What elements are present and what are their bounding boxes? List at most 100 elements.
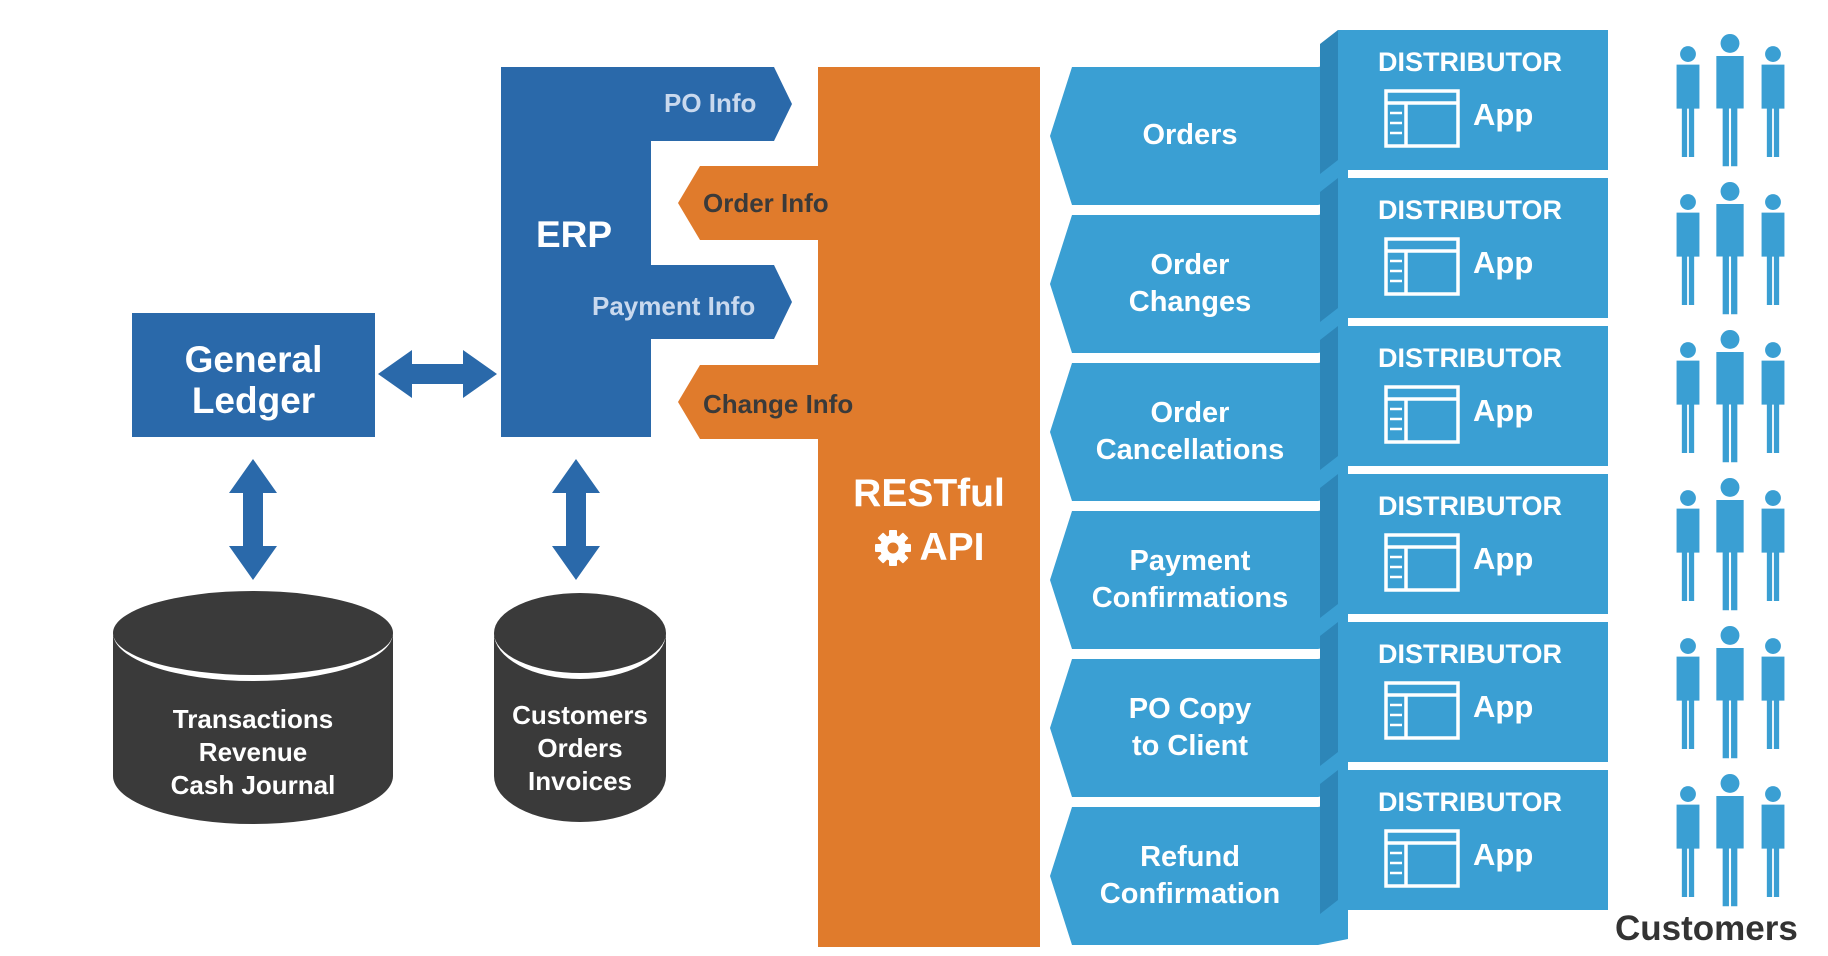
- app-window-frame: [1384, 829, 1460, 888]
- person-head: [1765, 194, 1781, 210]
- distributor-title: DISTRIBUTOR: [1378, 195, 1563, 225]
- db-line: Revenue: [198, 737, 308, 768]
- restful-api-column: [818, 67, 1040, 947]
- person-body: [1761, 508, 1785, 601]
- po-info-arrow: [651, 67, 792, 141]
- person-head: [1680, 46, 1696, 62]
- database-cylinder-erp: [494, 587, 666, 822]
- distributor-box-side: [1320, 770, 1338, 914]
- service-chevron: [1050, 653, 1348, 797]
- person-head: [1720, 477, 1740, 497]
- distributor-title: DISTRIBUTOR: [1378, 47, 1563, 77]
- app-window-icon: [1384, 89, 1460, 148]
- order-info-label: Order Info: [703, 188, 829, 218]
- database-label-erp: Customers Orders Invoices: [494, 699, 666, 798]
- person-body: [1761, 804, 1785, 897]
- distributor-title: DISTRIBUTOR: [1378, 787, 1563, 817]
- person-body: [1761, 212, 1785, 305]
- person-body: [1716, 500, 1744, 611]
- person-body: [1676, 656, 1700, 749]
- person-body: [1716, 352, 1744, 463]
- distributor-app-label[interactable]: App: [1473, 245, 1534, 280]
- general-ledger-box: [132, 313, 375, 437]
- order-info-arrow: [678, 166, 820, 240]
- person-body: [1761, 360, 1785, 453]
- distributor-box: [1338, 770, 1608, 910]
- distributor-app-label[interactable]: App: [1473, 97, 1534, 132]
- erp-db-double-arrow: [552, 459, 600, 580]
- person-head: [1720, 33, 1740, 53]
- person-head: [1765, 46, 1781, 62]
- db-line: Customers: [512, 700, 648, 730]
- distributor-app-label[interactable]: App: [1473, 541, 1534, 576]
- person-head: [1720, 773, 1740, 793]
- service-label-po-copy: PO Copy to Client: [1070, 659, 1310, 797]
- service-line: Refund: [1140, 840, 1240, 873]
- person-body: [1716, 648, 1744, 759]
- distributor-box-side: [1320, 622, 1338, 766]
- people-group-icon: [1676, 33, 1785, 167]
- person-body: [1676, 64, 1700, 157]
- people-group-icon: [1676, 625, 1785, 759]
- app-window-frame: [1384, 533, 1460, 592]
- distributor-box: [1338, 30, 1608, 170]
- service-label-order-changes: Order Changes: [1070, 215, 1310, 353]
- person-body: [1676, 360, 1700, 453]
- person-body: [1761, 656, 1785, 749]
- service-line: Confirmation: [1099, 878, 1281, 910]
- person-head: [1765, 638, 1781, 654]
- distributor-title: DISTRIBUTOR: [1378, 343, 1563, 373]
- restful-label: RESTful: [853, 472, 1005, 515]
- app-window-frame: [1384, 681, 1460, 740]
- service-chevron: [1050, 505, 1348, 649]
- person-head: [1765, 786, 1781, 802]
- service-label-orders: Orders: [1070, 67, 1310, 205]
- service-line: Changes: [1128, 286, 1252, 318]
- app-window-frame: [1384, 89, 1460, 148]
- service-chevron: [1050, 801, 1348, 945]
- person-head: [1765, 490, 1781, 506]
- general-ledger-line1: General: [184, 339, 323, 381]
- db-line: Invoices: [527, 766, 633, 797]
- person-body: [1716, 56, 1744, 167]
- person-body: [1716, 796, 1744, 907]
- service-chevron: [1050, 61, 1348, 205]
- person-head: [1720, 329, 1740, 349]
- service-line: Confirmations: [1091, 582, 1289, 614]
- app-window-frame: [1384, 385, 1460, 444]
- customers-label: Customers: [1615, 909, 1798, 948]
- general-ledger-line2: Ledger: [191, 380, 316, 421]
- distributor-box-side: [1320, 474, 1338, 618]
- database-cylinder-gl: [113, 585, 393, 824]
- person-head: [1680, 342, 1696, 358]
- database-label-gl: Transactions Revenue Cash Journal: [113, 703, 393, 802]
- change-info-label: Change Info: [703, 389, 854, 419]
- people-group-icon: [1676, 773, 1785, 907]
- service-line: Cancellations: [1095, 434, 1285, 466]
- po-info-label: PO Info: [664, 88, 757, 118]
- distributor-box: [1338, 622, 1608, 762]
- app-window-icon: [1384, 237, 1460, 296]
- distributor-box-side: [1320, 30, 1338, 174]
- erp-label: ERP: [536, 214, 613, 255]
- payment-info-arrow: [651, 265, 792, 339]
- distributor-title: DISTRIBUTOR: [1378, 639, 1563, 669]
- service-line: Payment: [1129, 544, 1251, 577]
- service-label-refund-confirmation: Refund Confirmation: [1070, 807, 1310, 945]
- gl-db-double-arrow: [229, 459, 277, 580]
- distributor-app-label[interactable]: App: [1473, 689, 1534, 724]
- app-window-icon: [1384, 533, 1460, 592]
- person-head: [1680, 638, 1696, 654]
- distributor-box: [1338, 474, 1608, 614]
- service-line: to Client: [1132, 730, 1248, 762]
- service-chevron: [1050, 209, 1348, 353]
- distributor-box: [1338, 326, 1608, 466]
- payment-info-label: Payment Info: [592, 291, 756, 321]
- person-head: [1765, 342, 1781, 358]
- person-head: [1680, 194, 1696, 210]
- person-body: [1716, 204, 1744, 315]
- distributor-app-label[interactable]: App: [1473, 393, 1534, 428]
- distributor-app-label[interactable]: App: [1473, 837, 1534, 872]
